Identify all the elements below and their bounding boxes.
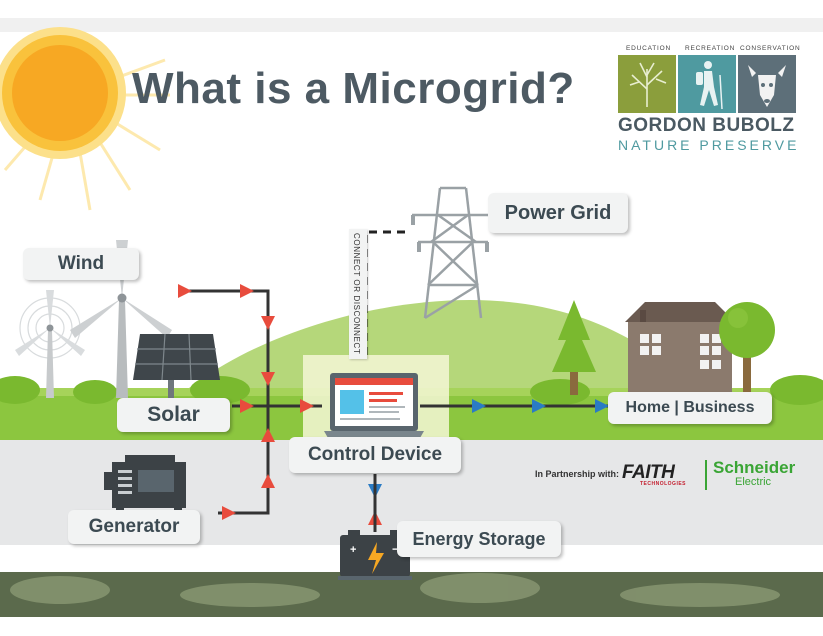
schneider-logo: Schneider Electric <box>713 458 809 492</box>
output-arrows <box>368 399 609 498</box>
logo: EDUCATION RECREATION CONSERVATION <box>618 45 801 155</box>
bushes <box>0 375 823 405</box>
round-tree-icon <box>719 302 775 395</box>
label-generator: Generator <box>68 510 200 544</box>
power-tower-icon <box>412 186 494 320</box>
logo-subtitle: NATURE PRESERVE <box>618 137 800 153</box>
generator-icon <box>104 455 186 520</box>
house-icon <box>625 302 735 394</box>
tree-icon <box>629 62 667 107</box>
deer-icon <box>748 65 786 107</box>
page-title: What is a Microgrid? <box>132 64 575 113</box>
logo-tagline-conservation: CONSERVATION <box>740 45 801 52</box>
label-home-business: Home | Business <box>608 392 772 424</box>
svg-text:+: + <box>350 544 356 556</box>
faith-logo-subtext: TECHNOLOGIES <box>640 481 687 487</box>
logo-tagline-education: EDUCATION <box>626 45 671 52</box>
label-energy-storage: Energy Storage <box>397 521 561 557</box>
laptop-icon <box>324 373 424 438</box>
connect-disconnect-line <box>364 230 410 355</box>
logo-name: GORDON BUBOLZ <box>618 115 795 136</box>
schneider-logo-subtext: Electric <box>735 476 772 488</box>
partner-divider <box>705 460 707 490</box>
pine-tree-icon <box>552 300 596 395</box>
hiker-icon <box>696 61 723 110</box>
faith-logo: FAITH TECHNOLOGIES <box>622 462 696 490</box>
logo-emblem <box>618 55 796 113</box>
solar-panel-icon <box>133 333 220 398</box>
label-solar: Solar <box>117 398 230 432</box>
svg-text:−: − <box>392 542 399 556</box>
connect-disconnect-tag: CONNECT OR DISCONNECT <box>349 229 367 359</box>
label-power-grid: Power Grid <box>488 193 628 233</box>
faith-logo-text: FAITH <box>622 462 675 483</box>
partnership-label: In Partnership with: <box>535 469 620 479</box>
logo-tagline-recreation: RECREATION <box>685 45 736 52</box>
label-wind: Wind <box>23 248 139 280</box>
wind-turbine-small-icon <box>15 290 85 398</box>
battery-icon: + − <box>338 530 412 580</box>
label-control-device: Control Device <box>289 437 461 473</box>
schneider-logo-text: Schneider <box>713 458 796 477</box>
connect-disconnect-label: CONNECT OR DISCONNECT <box>352 233 361 355</box>
